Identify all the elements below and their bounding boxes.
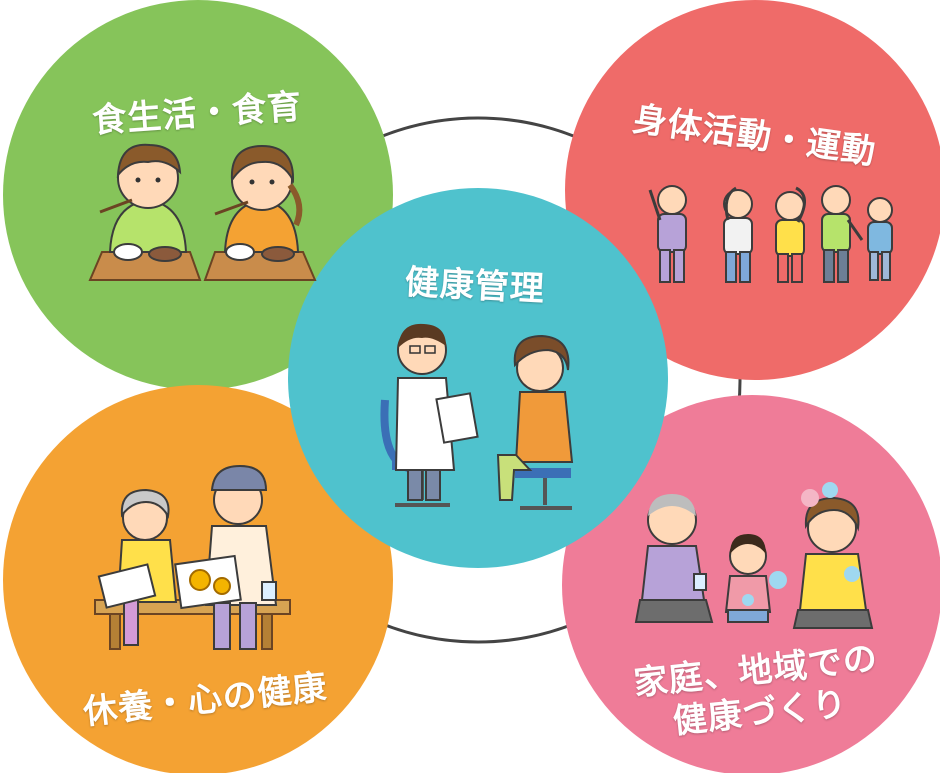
elderly-couple-art-illustration bbox=[94, 464, 291, 650]
children-eating-illustration bbox=[88, 143, 317, 281]
activity-circle bbox=[565, 0, 940, 380]
diet-circle bbox=[3, 0, 393, 390]
people-exercising-illustration bbox=[648, 185, 893, 283]
family-playing-illustration bbox=[634, 482, 874, 629]
doctor-patient-illustration bbox=[380, 323, 574, 510]
health-mgmt-circle bbox=[288, 188, 668, 568]
